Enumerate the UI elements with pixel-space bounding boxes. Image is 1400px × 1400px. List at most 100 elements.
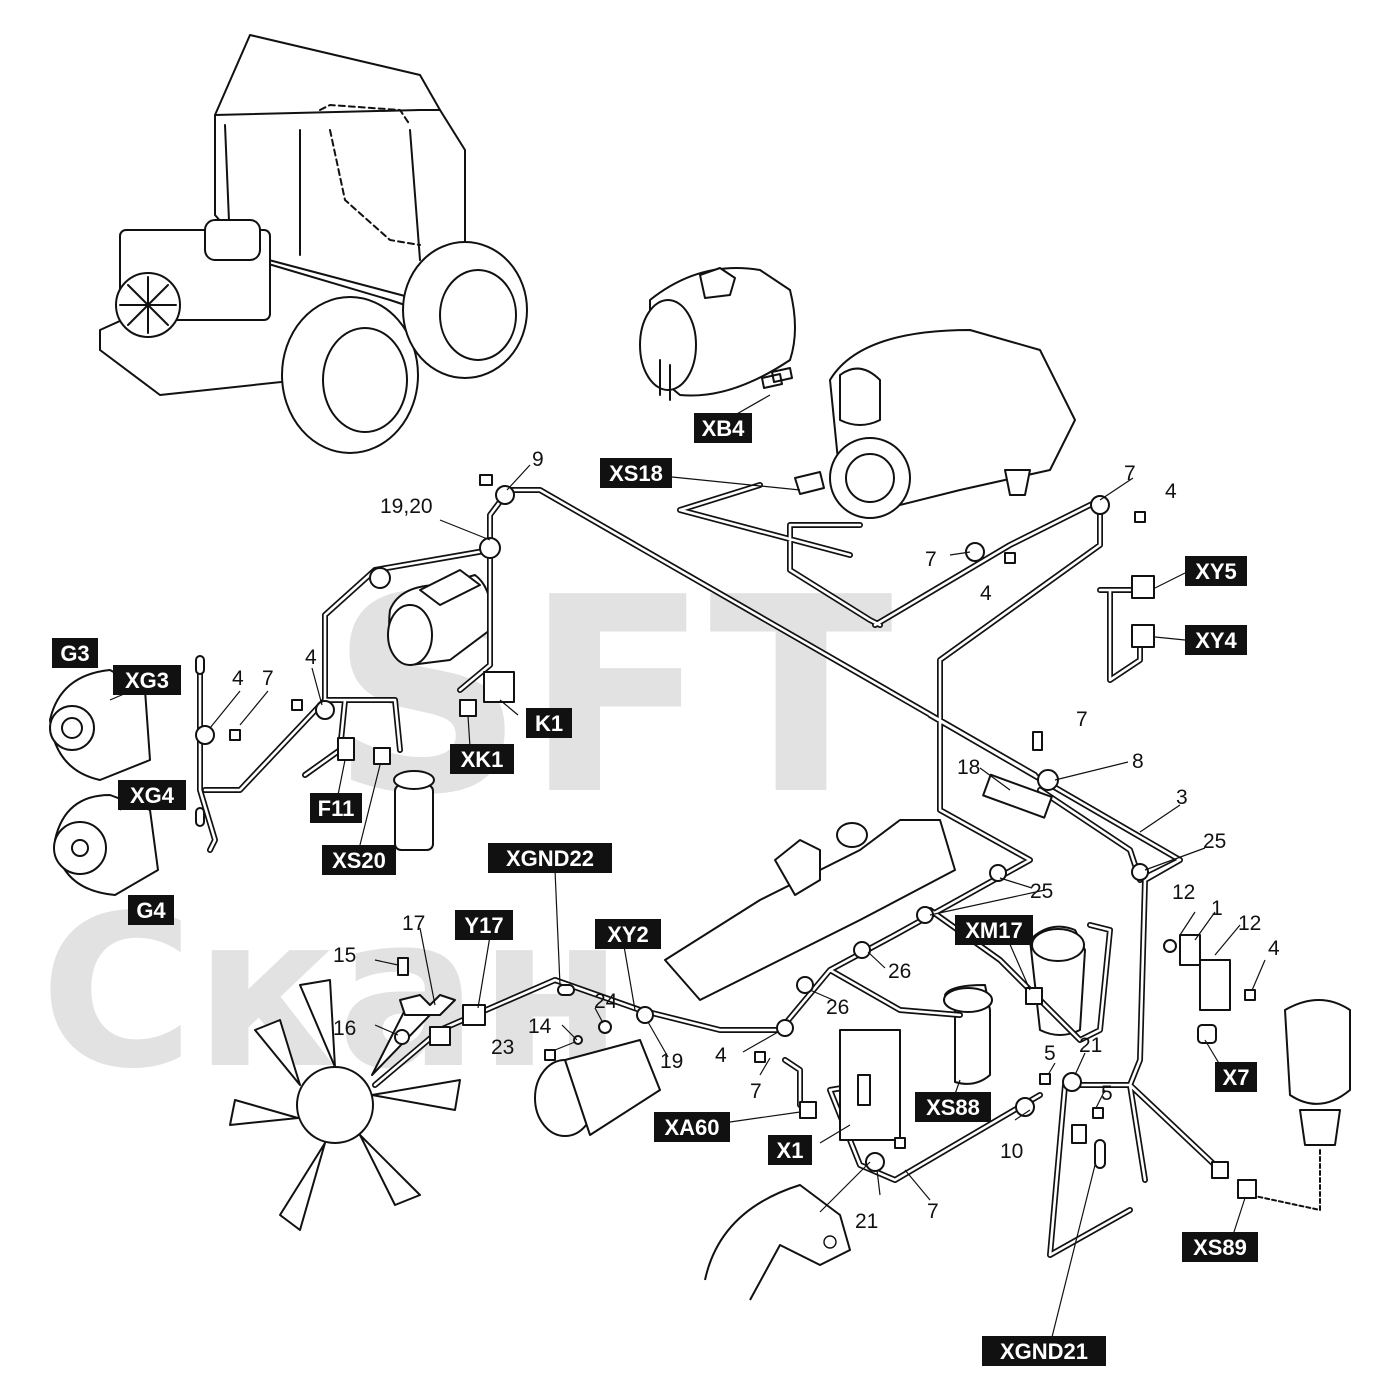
callout-number: 14	[528, 1015, 552, 1038]
callout-number: 7	[1076, 708, 1088, 731]
washer-14	[573, 1035, 583, 1045]
svg-text:F11: F11	[318, 796, 355, 821]
callout-number: 24	[594, 990, 618, 1013]
svg-text:G3: G3	[60, 641, 89, 666]
svg-text:G4: G4	[136, 898, 166, 923]
connector-xm17	[1025, 987, 1043, 1005]
connector-x7-end	[1211, 1161, 1229, 1179]
callout-number: 26	[888, 960, 911, 983]
callout-number: 4	[715, 1044, 727, 1067]
air-filter	[829, 329, 1076, 519]
cooling-fan	[229, 979, 461, 1231]
callout-number: 15	[333, 944, 356, 967]
callout-number: 4	[1165, 480, 1177, 503]
connector-xs89	[1237, 1179, 1257, 1199]
callout-number: 23	[491, 1036, 514, 1059]
svg-text:XY4: XY4	[1195, 628, 1237, 653]
clamp-9	[495, 485, 515, 505]
svg-text:XY2: XY2	[607, 922, 649, 947]
fuel-tank	[639, 267, 796, 401]
connector-xs18	[794, 471, 825, 495]
callout-number: 17	[402, 912, 425, 935]
callout-number: 8	[1132, 750, 1144, 773]
clamp-25-right	[1131, 863, 1149, 881]
ac-compressor	[534, 1039, 661, 1137]
tag-g4: G4	[128, 895, 174, 925]
connector-xk1	[459, 699, 477, 717]
callout-number: 7	[750, 1080, 762, 1103]
callout-number: 25	[1203, 830, 1226, 853]
tag-x1: X1	[768, 1135, 812, 1165]
tag-xs20: XS20	[322, 845, 396, 875]
callout-number: 10	[1000, 1140, 1023, 1163]
connector-left	[429, 1026, 451, 1046]
callout-number: 12	[1172, 881, 1195, 904]
svg-text:XG4: XG4	[130, 783, 175, 808]
clamp-10	[1015, 1097, 1035, 1117]
connector-xy5	[1131, 575, 1155, 599]
connector-xa60	[799, 1101, 817, 1119]
tag-xs88: XS88	[915, 1092, 991, 1122]
fuse-f11	[337, 737, 355, 761]
callout-number: 4	[980, 582, 992, 605]
tag-xgnd22: XGND22	[488, 843, 612, 873]
tag-x7: X7	[1215, 1062, 1257, 1092]
svg-text:X1: X1	[777, 1138, 804, 1163]
callout-number: 25	[1030, 880, 1053, 903]
svg-text:XM17: XM17	[965, 918, 1022, 943]
ground-xgnd22	[557, 984, 575, 996]
clamp-8	[1037, 769, 1059, 791]
connector-y17	[462, 1004, 486, 1026]
svg-text:XS20: XS20	[332, 848, 386, 873]
fuel-filter-xs88	[943, 984, 993, 1085]
svg-text:XB4: XB4	[702, 416, 746, 441]
nut-24	[598, 1020, 612, 1034]
svg-text:XS88: XS88	[926, 1095, 980, 1120]
label-tags: XB4 XS18 XY5 XY4 G3 XG3 XG4 G4 K1 XK1 F1…	[52, 413, 1258, 1366]
clamp-25-left	[989, 864, 1007, 882]
washer-16	[394, 1029, 410, 1045]
clamp-4-low	[776, 1019, 794, 1037]
clamp-21-b	[865, 1152, 885, 1172]
tag-xy2: XY2	[595, 919, 661, 949]
bracket-bottom	[704, 1184, 851, 1301]
svg-text:X7: X7	[1223, 1065, 1250, 1090]
callout-number: 4	[232, 667, 244, 690]
callout-number: 7	[262, 667, 274, 690]
ground-xgnd21	[1094, 1139, 1106, 1169]
clamp-26-b	[796, 976, 814, 994]
bracket-17	[399, 994, 456, 1016]
svg-text:K1: K1	[535, 711, 563, 736]
connector-xs20	[373, 747, 391, 765]
svg-text:XGND21: XGND21	[1000, 1339, 1088, 1364]
connectors	[195, 367, 1257, 1199]
svg-text:XK1: XK1	[461, 747, 504, 772]
svg-text:XGND22: XGND22	[506, 846, 594, 871]
svg-text:XY5: XY5	[1195, 559, 1237, 584]
callout-number: 5	[1044, 1042, 1056, 1065]
callout-number: 16	[333, 1017, 356, 1040]
terminal-xg4	[195, 807, 205, 827]
tag-xg4: XG4	[118, 780, 186, 810]
grommet	[479, 537, 501, 559]
bolts	[229, 474, 1256, 1149]
callout-number: 7	[1124, 462, 1136, 485]
tag-k1: K1	[526, 708, 572, 738]
manifold	[664, 819, 956, 1001]
relay-12	[1199, 959, 1231, 1011]
svg-text:XA60: XA60	[664, 1115, 719, 1140]
tag-xgnd21: XGND21	[982, 1336, 1106, 1366]
ecu-x1	[839, 1029, 901, 1141]
tag-xk1: XK1	[450, 744, 514, 774]
bushing	[1071, 1124, 1087, 1144]
tag-xs18: XS18	[600, 458, 672, 488]
callout-number: 21	[1079, 1034, 1102, 1057]
callout-number: 19	[660, 1050, 683, 1073]
bolt-7-center	[1032, 731, 1043, 751]
connector-xy4	[1131, 624, 1155, 648]
clamp-26-a	[853, 941, 871, 959]
tag-xa60: XA60	[654, 1112, 730, 1142]
leader-lines	[109, 394, 1266, 1346]
alternator-g3	[49, 669, 151, 781]
